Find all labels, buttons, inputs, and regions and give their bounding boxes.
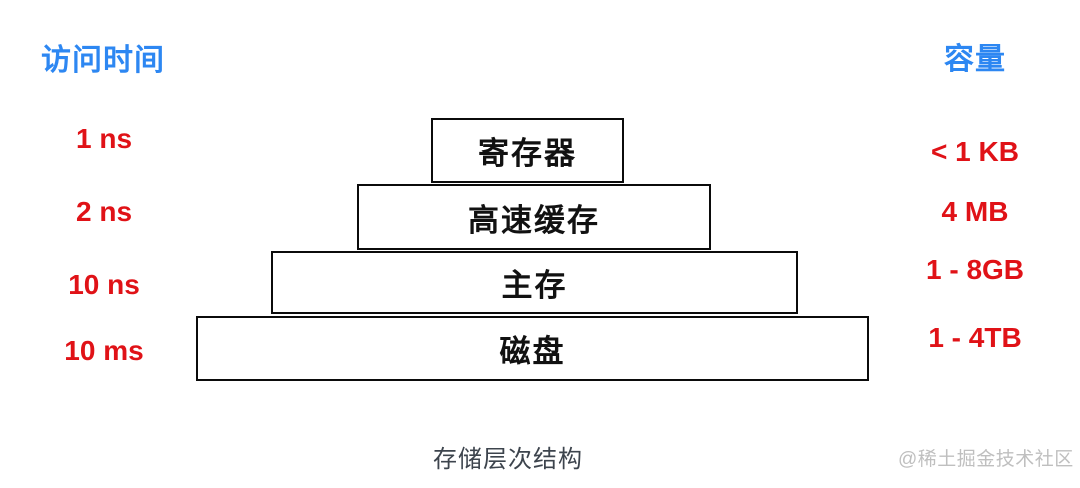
access-time-label-register: 1 ns bbox=[75, 123, 133, 154]
access-time-label-cache: 2 ns bbox=[75, 196, 133, 227]
capacity-label-cache: 4 MB bbox=[941, 196, 1009, 227]
pyramid-level-main-memory: 主存 bbox=[271, 251, 798, 314]
pyramid-level-register: 寄存器 bbox=[431, 118, 624, 183]
access-time-label-disk: 10 ms bbox=[64, 335, 144, 366]
diagram-caption: 存储层次结构 bbox=[433, 446, 583, 473]
pyramid-level-disk: 磁盘 bbox=[196, 316, 869, 381]
capacity-label-main-memory: 1 - 8GB bbox=[925, 254, 1025, 285]
pyramid-level-cache: 高速缓存 bbox=[357, 184, 711, 250]
capacity-column-header: 容量 bbox=[944, 43, 1006, 76]
community-watermark: @稀土掘金技术社区 bbox=[898, 449, 1074, 470]
access-time-column-header: 访问时间 bbox=[41, 44, 165, 77]
capacity-label-register: < 1 KB bbox=[931, 136, 1019, 167]
access-time-label-main-memory: 10 ns bbox=[68, 269, 140, 300]
capacity-label-disk: 1 - 4TB bbox=[928, 322, 1022, 353]
